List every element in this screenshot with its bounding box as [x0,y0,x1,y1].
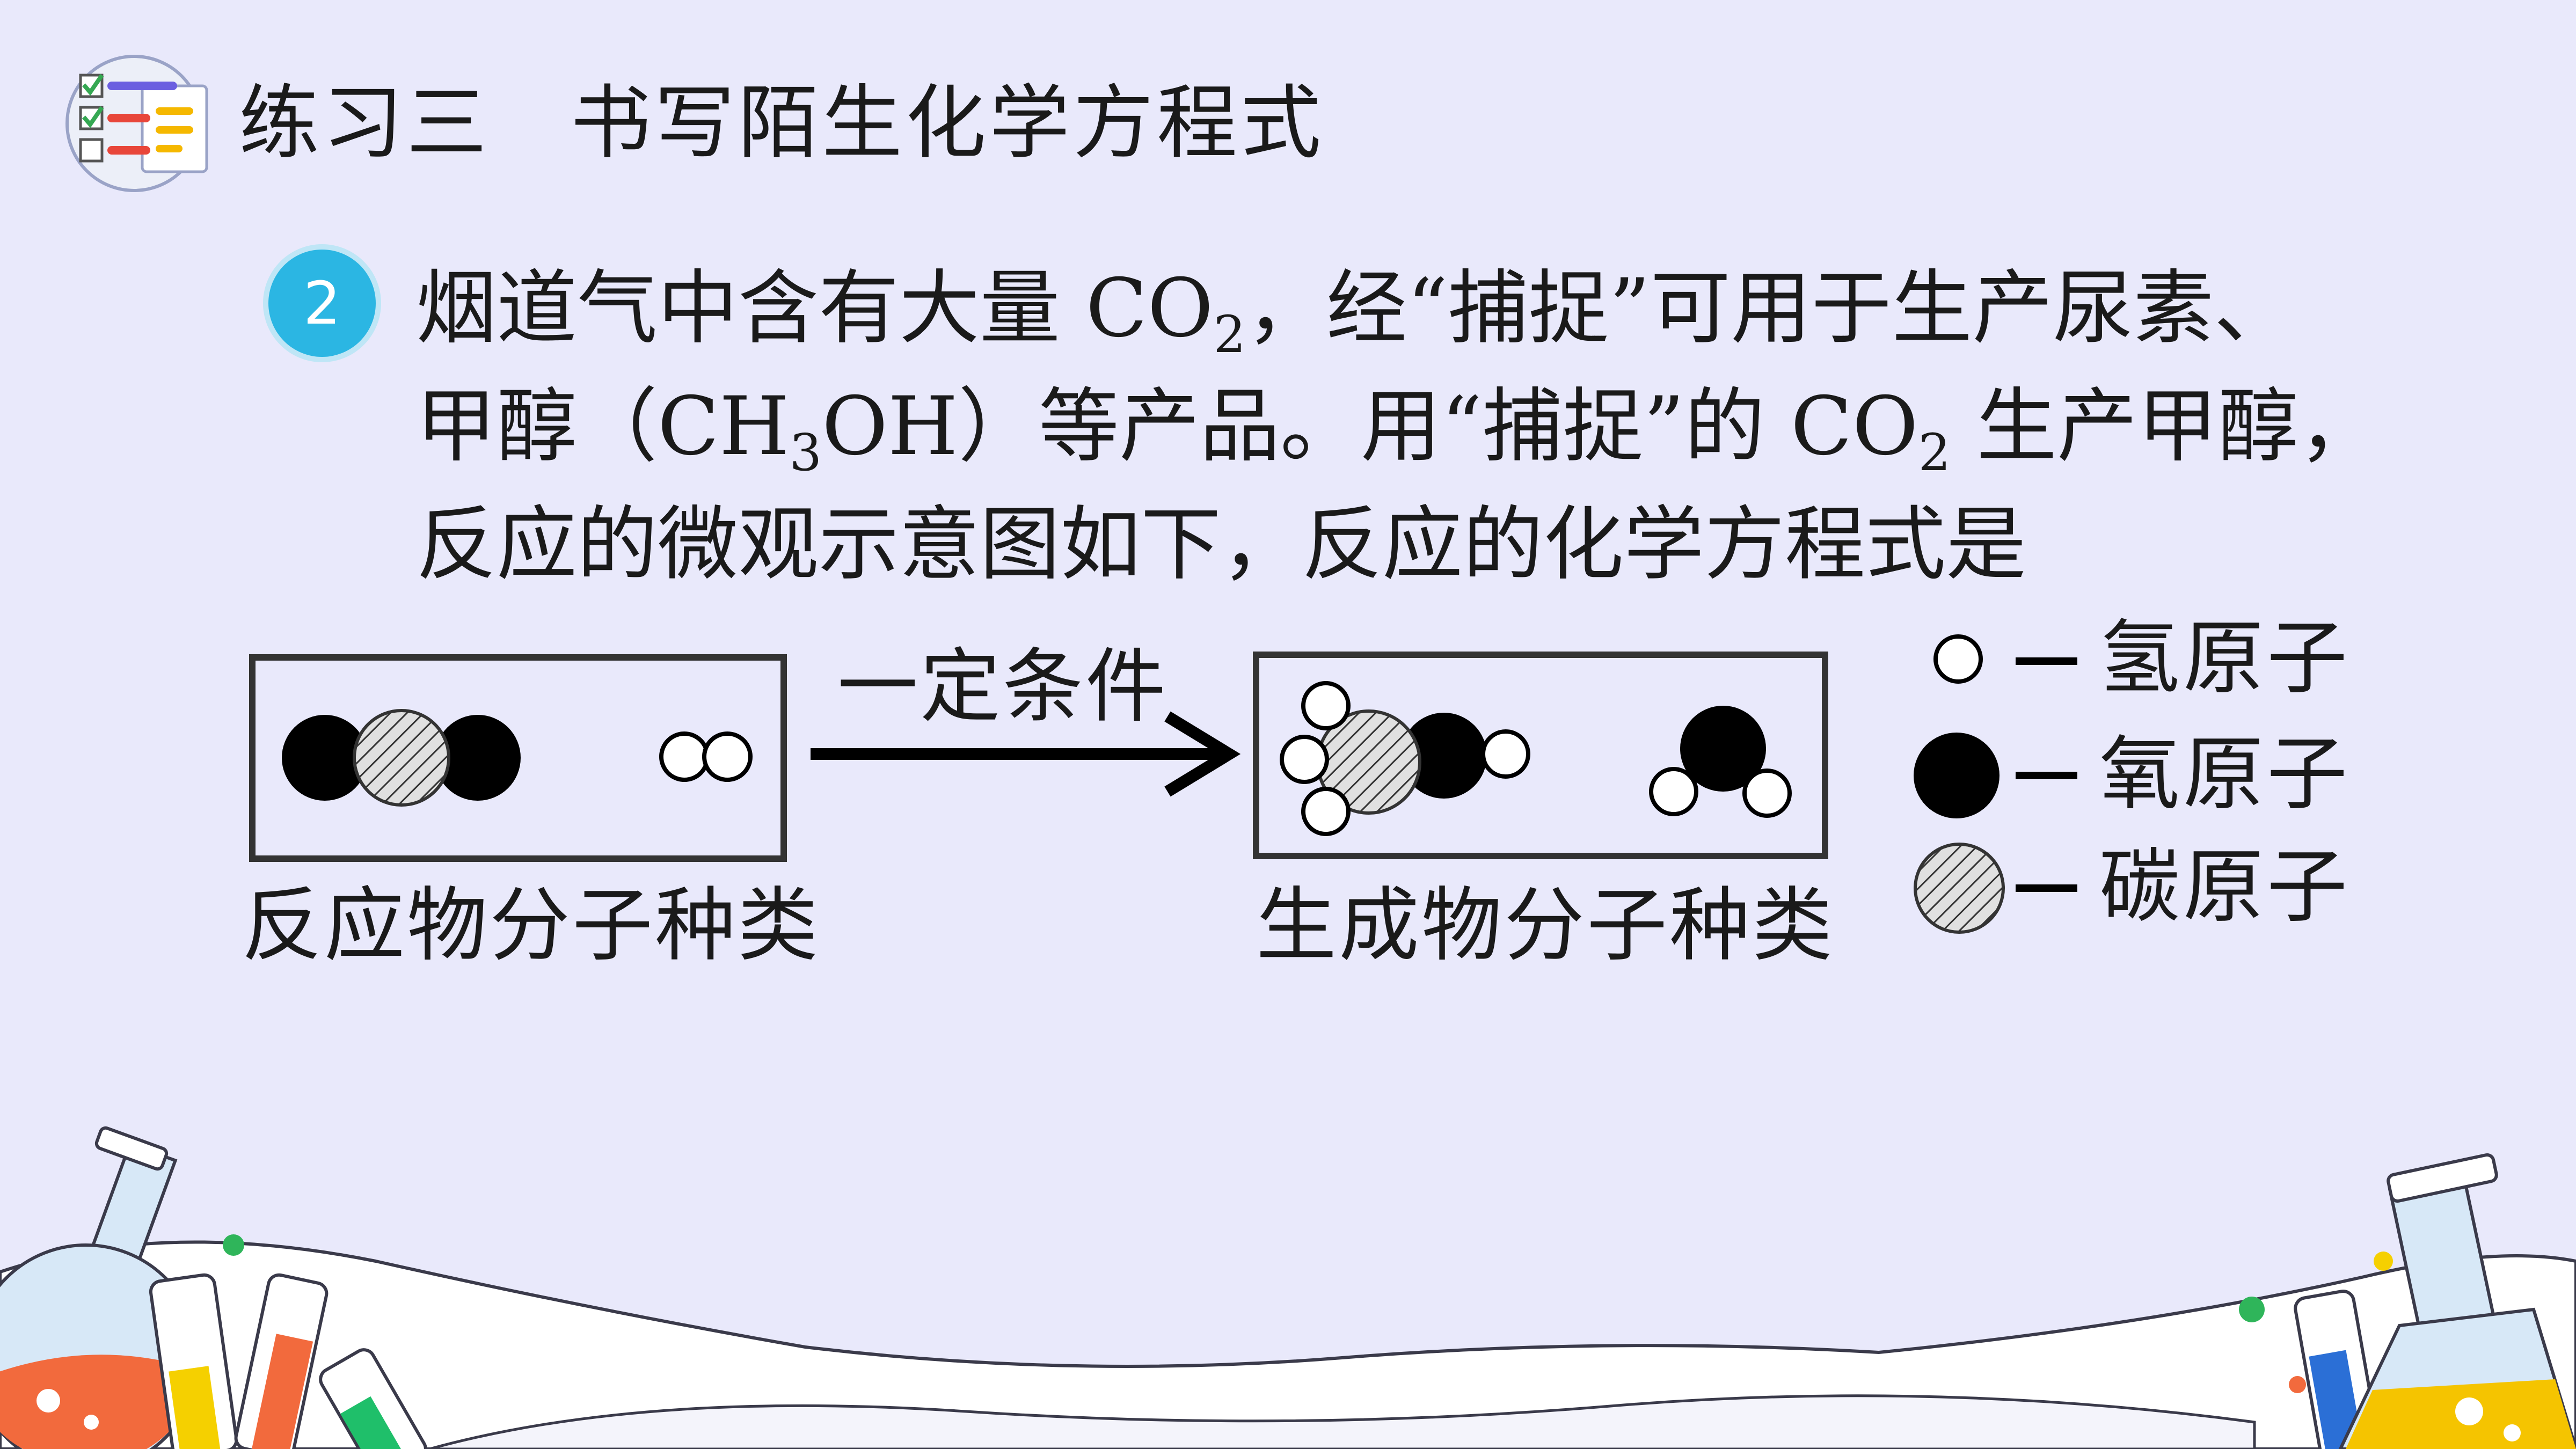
question-line-2: 甲醇（CH3OH）等产品。用“捕捉”的 CO2 生产甲醇， [416,368,2379,486]
question-number-badge: 2 [268,250,376,357]
carbon-atom [353,709,450,807]
oxygen-atom [282,715,368,801]
section-label: 练习三 [239,77,491,170]
legend-carbon-symbol [1914,843,2005,934]
question-line-3: 反应的微观示意图如下，反应的化学方程式是 [416,498,2027,591]
lab-glassware-decoration [0,1126,2576,1449]
oxygen-atom [1680,706,1766,792]
line1-part-a: 烟道气中含有大量 CO [416,262,1214,355]
hydrogen-atom [1649,767,1698,816]
subscript: 2 [1213,305,1246,364]
oxygen-atom [1401,713,1487,799]
subscript: 3 [789,423,822,482]
legend-oxygen-text: —氧原子 [2016,728,2351,821]
subscript: 2 [1918,423,1951,482]
product-caption: 生成物分子种类 [1256,879,1835,972]
left-flask [0,1126,200,1449]
reactant-box [249,654,787,862]
hydrogen-atom [702,731,753,782]
reactant-caption: 反应物分子种类 [242,879,821,972]
arrow-head [1164,711,1241,797]
hydrogen-atom [659,731,710,782]
checklist-icon [65,55,208,192]
hydrogen-atom [1301,681,1351,730]
question-text: 烟道气中含有大量 CO2，经“捕捉”可用于生产尿素、 甲醇（CH3OH）等产品。… [416,250,2379,604]
line2-part-b: OH）等产品。用“捕捉”的 CO [822,380,1918,473]
left-test-tubes [149,1234,427,1449]
reaction-condition: 一定条件 [837,640,1169,734]
legend-carbon-text: —碳原子 [2016,840,2351,934]
question-line-1: 烟道气中含有大量 CO2，经“捕捉”可用于生产尿素、 [416,250,2295,368]
page-title: 练习三书写陌生化学方程式 [239,75,1324,172]
line2-part-c: 生产甲醇， [1951,380,2379,473]
line1-part-b: ，经“捕捉”可用于生产尿素、 [1245,262,2295,355]
line2-part-a: 甲醇（CH [416,380,790,473]
legend-carbon-label: —碳原子 [2096,841,2351,933]
hydrogen-atom [1280,735,1329,784]
oxygen-atom [435,715,521,801]
product-box [1253,652,1828,859]
legend-hydrogen-label: —氢原子 [2096,613,2351,704]
hydrogen-atom [1742,769,1792,818]
hydrogen-atom [1481,729,1530,779]
hydrogen-atom [1301,787,1351,836]
legend-hydrogen-text: —氢原子 [2016,612,2351,705]
legend-hydrogen-symbol [1933,634,1983,684]
right-flask [2239,1153,2576,1449]
legend-oxygen-symbol [1914,733,1999,818]
legend-oxygen-label: —氧原子 [2096,729,2351,820]
title-text: 书写陌生化学方程式 [571,77,1325,170]
